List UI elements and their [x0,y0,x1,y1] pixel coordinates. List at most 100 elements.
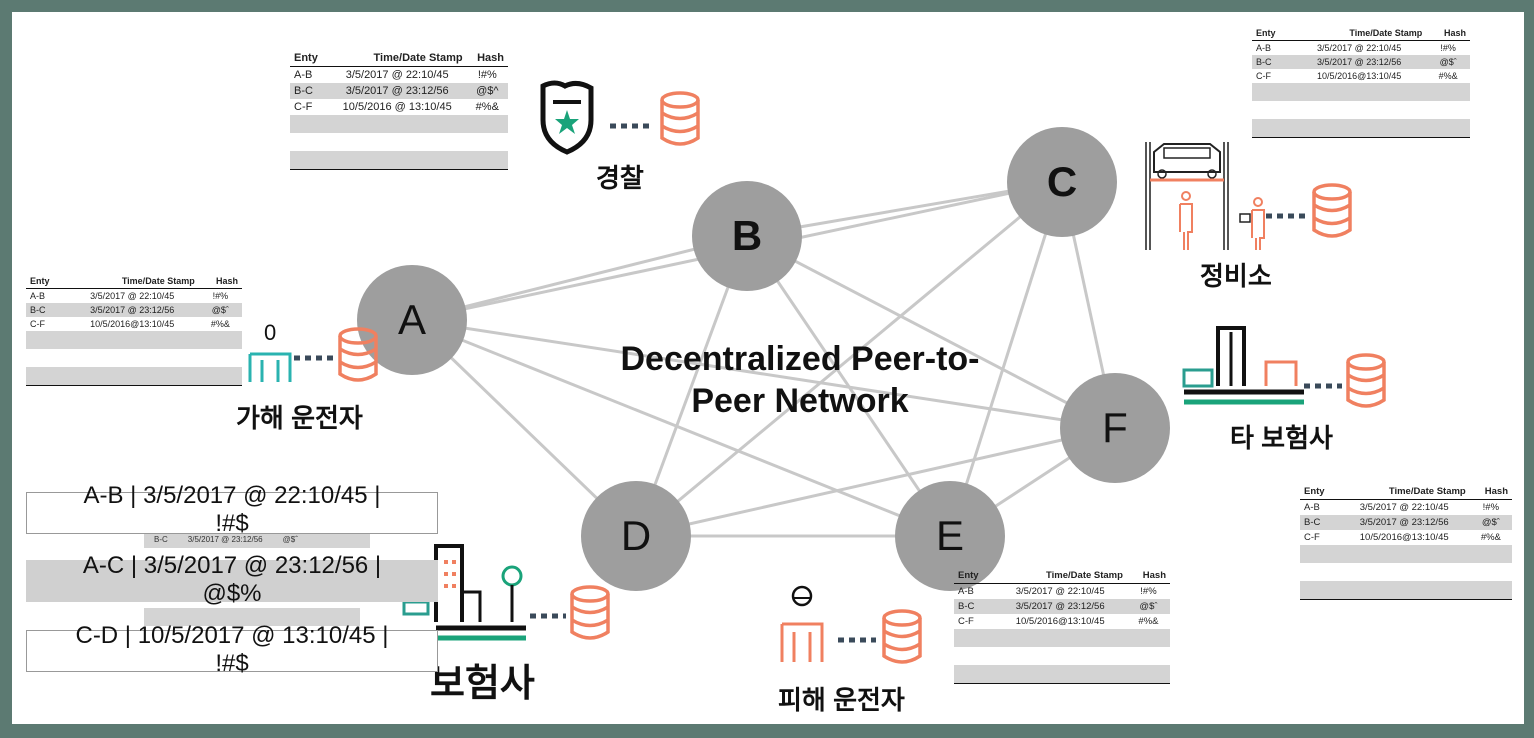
col-header: Enty [1300,484,1339,500]
empty-row [954,647,1170,665]
col-header: Hash [1426,26,1470,41]
log-entry-box [26,492,438,534]
edge-d-f [635,426,1116,538]
col-header: Enty [954,568,994,584]
insurer-label: 보험사 [430,663,535,705]
log-entry-box [26,560,438,602]
empty-row [144,608,360,626]
node-e: E [895,481,1005,591]
svg-text:0: 0 [264,320,276,345]
col-header: Hash [466,50,508,67]
col-header: Enty [290,50,328,67]
empty-row [1252,119,1470,138]
col-header: Hash [198,274,242,289]
edge-a-b [411,234,748,322]
database-icon [338,327,378,382]
empty-row [290,151,508,170]
person-icon [780,585,824,662]
node-label: F [1102,404,1128,451]
edge-b-f [746,234,1116,430]
empty-row [1252,101,1470,119]
col-header: Time/Date Stamp [1338,484,1470,500]
empty-row [1300,545,1512,563]
edge-c-e [948,181,1064,537]
person-icon: 0 [248,320,292,382]
node-label: E [936,512,964,559]
title-line-1: Decentralized Peer-to- [620,340,980,378]
building-icon [1182,326,1304,405]
other-insurer-label: 타 보험사 [1230,423,1333,453]
empty-row [290,115,508,133]
col-header: Time/Date Stamp [1292,26,1427,41]
node-f: F [1060,373,1170,483]
mechanic-icon [1145,142,1265,250]
empty-row [26,331,242,349]
node-circle [692,181,802,291]
police-badge-icon [540,80,594,155]
police-label: 경찰 [596,163,644,193]
empty-row [1252,83,1470,101]
empty-row [26,349,242,367]
node-c: C [1007,127,1117,237]
diagram-canvas: A B C D E F [12,12,1524,724]
col-header: Hash [1469,484,1512,500]
node-b: B [692,181,802,291]
node-label: D [621,512,651,559]
node-circle [581,481,691,591]
empty-row [1300,563,1512,581]
node-label: C [1047,158,1077,205]
node-circle [895,481,1005,591]
col-header: Time/Date Stamp [993,568,1127,584]
empty-row [26,367,242,386]
title-line-2: Peer Network [691,382,909,420]
log-entry: A-C | 3/5/2017 @ 23:12/56 | @$% [82,552,382,607]
col-header: Time/Date Stamp [65,274,199,289]
repair-shop-label: 정비소 [1200,261,1272,291]
node-circle [1007,127,1117,237]
col-header: Enty [26,274,66,289]
log-entry-box [26,630,438,672]
database-icon [882,609,922,664]
col-header: Hash [1126,568,1170,584]
empty-row [954,629,1170,647]
victim-driver-label: 피해 운전자 [778,685,905,715]
node-group: A B C D E F [357,127,1170,591]
node-a: A [357,265,467,375]
empty-row [290,133,508,151]
node-circle [357,265,467,375]
offending-driver-label: 가해 운전자 [236,403,363,433]
database-icon [570,585,610,640]
node-label: A [398,296,426,343]
empty-row [1300,581,1512,600]
diagram-title: Decentralized Peer-to- Peer Network [550,338,1050,422]
edge-c-d [635,180,1063,538]
edge-b-e [745,235,952,537]
empty-row [954,665,1170,684]
network-diagram: A B C D E F [248,80,1386,664]
log-entry: A-B | 3/5/2017 @ 22:10/45 | !#$ [83,482,381,537]
ledger-peek-row: B-C 3/5/2017 @ 23:12/56 @$ˆ [144,530,370,548]
edge-a-f [411,318,1116,430]
node-d: D [581,481,691,591]
database-icon [1346,353,1386,408]
database-icon [1312,183,1352,238]
log-entry: C-D | 10/5/2017 @ 13:10/45 | !#$ [75,622,389,677]
col-header: Time/Date Stamp [327,50,467,67]
